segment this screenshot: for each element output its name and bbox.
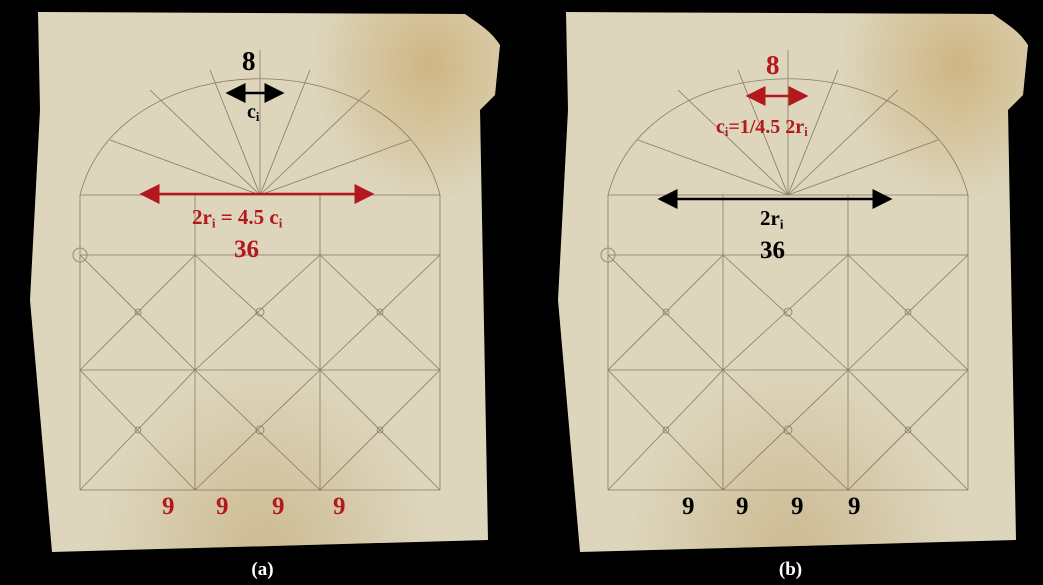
span-formula: 2ri: [760, 206, 784, 232]
bay-number: 9: [272, 493, 285, 520]
panel-b: 8 ci=1/4.5 2ri 2ri 36 9 9 9 9 (b): [538, 0, 1043, 585]
top-number: 8: [766, 50, 780, 80]
vault-plan-drawing: [558, 12, 1028, 552]
chord-formula: ci=1/4.5 2ri: [716, 116, 808, 140]
bay-number: 9: [162, 493, 175, 520]
span-formula: 2ri = 4.5 ci: [192, 205, 283, 231]
bay-number: 9: [216, 493, 229, 520]
rib-vault-lines: [72, 50, 441, 491]
vault-plan-drawing: [30, 12, 500, 552]
bay-number: 9: [791, 493, 804, 520]
bay-number: 9: [333, 493, 346, 520]
span-number: 36: [234, 236, 259, 263]
span-number: 36: [760, 237, 785, 264]
chord-formula: ci: [247, 101, 260, 125]
panel-caption: (b): [778, 559, 803, 580]
bay-number: 9: [682, 493, 695, 520]
top-number: 8: [242, 46, 256, 76]
panel-caption: (a): [251, 559, 274, 580]
bay-number: 9: [736, 493, 749, 520]
bay-number: 9: [848, 493, 861, 520]
panel-a: 8 ci 2ri = 4.5 ci 36 9 9 9 9 (a): [10, 0, 515, 585]
